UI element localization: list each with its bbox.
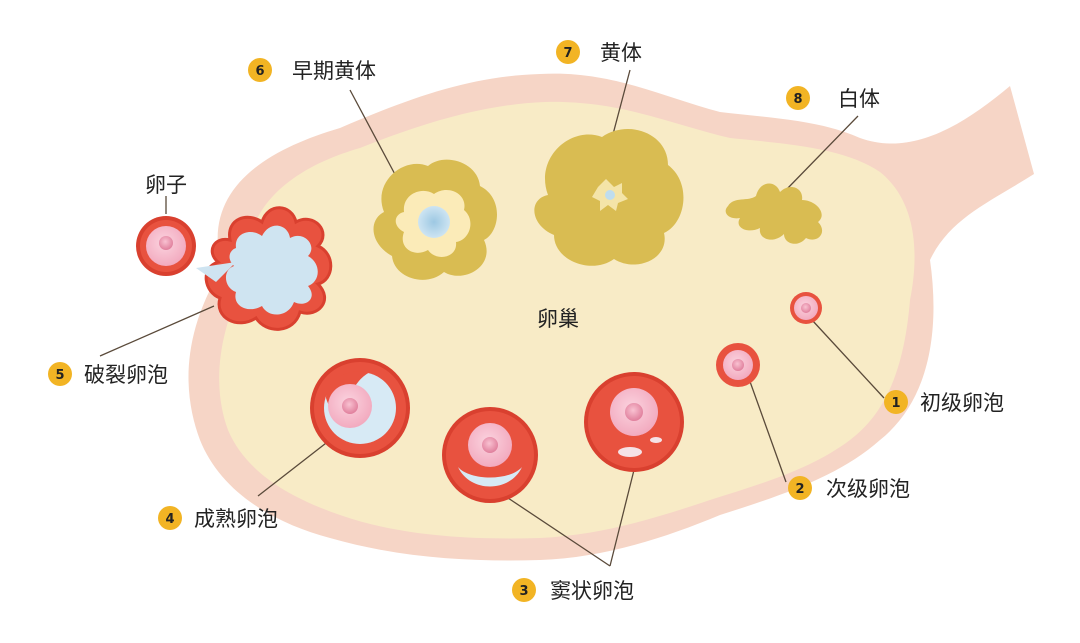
badge-2-number: 2 <box>795 482 804 497</box>
primary-follicle <box>790 292 822 324</box>
corpus-luteum <box>534 129 683 266</box>
center-label-ovary: 卵巢 <box>537 307 579 331</box>
stage-3-label: 窦状卵泡 <box>550 579 634 603</box>
stage-2-label: 次级卵泡 <box>826 477 910 501</box>
mature-follicle <box>310 358 410 458</box>
stage-2-callout: 2 次级卵泡 <box>788 476 910 501</box>
stage-1-callout: 1 初级卵泡 <box>884 390 1004 415</box>
badge-6-number: 6 <box>255 64 264 79</box>
stage-3-callout: 3 窦状卵泡 <box>512 578 634 603</box>
stage-6-callout: 6 早期黄体 <box>248 58 376 83</box>
badge-8-number: 8 <box>793 92 802 107</box>
stage-8-callout: 8 白体 <box>786 86 880 111</box>
stage-4-callout: 4 成熟卵泡 <box>158 506 278 531</box>
stage-6-label: 早期黄体 <box>292 59 376 83</box>
stage-4-label: 成熟卵泡 <box>194 507 278 531</box>
antral-follicle-a <box>442 407 538 503</box>
stage-5-callout: 5 破裂卵泡 <box>48 362 168 387</box>
stage-1-label: 初级卵泡 <box>920 391 1004 415</box>
badge-4-number: 4 <box>165 512 174 527</box>
stage-7-label: 黄体 <box>600 41 642 65</box>
badge-5-number: 5 <box>55 368 64 383</box>
stage-5-label: 破裂卵泡 <box>84 363 168 387</box>
badge-3-number: 3 <box>519 584 528 599</box>
egg-label: 卵子 <box>145 173 187 197</box>
badge-7-number: 7 <box>563 46 572 61</box>
egg-cell <box>136 216 196 276</box>
badge-1-number: 1 <box>891 396 900 411</box>
stage-7-callout: 7 黄体 <box>556 40 642 65</box>
stage-8-label: 白体 <box>838 87 880 111</box>
secondary-follicle <box>716 343 760 387</box>
antral-follicle-b <box>584 372 684 472</box>
